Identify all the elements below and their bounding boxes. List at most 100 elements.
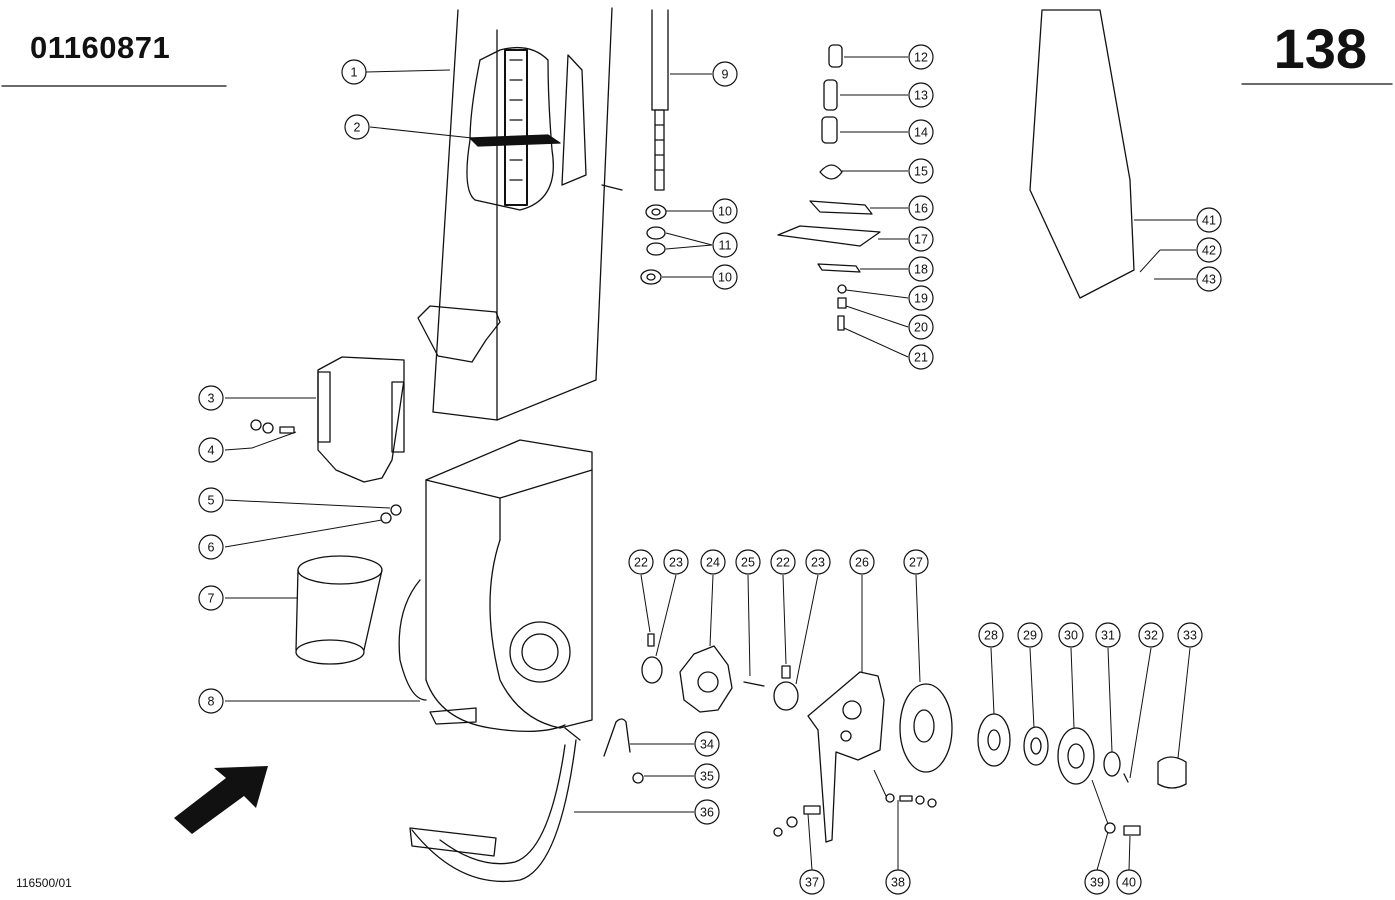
callout-circle bbox=[799, 869, 825, 895]
callout-32: 32 bbox=[1138, 622, 1164, 648]
callout-circle bbox=[908, 195, 934, 221]
callout-40: 40 bbox=[1116, 869, 1142, 895]
callout-label: 33 bbox=[1183, 629, 1197, 643]
callout-13: 13 bbox=[908, 82, 934, 108]
callout-2: 2 bbox=[344, 114, 370, 140]
arrow-icon bbox=[174, 766, 268, 834]
callout-circle bbox=[1058, 622, 1084, 648]
footer-code: 116500/01 bbox=[16, 876, 72, 890]
callout-37: 37 bbox=[799, 869, 825, 895]
callout-circle bbox=[712, 232, 738, 258]
callout-11: 11 bbox=[712, 232, 738, 258]
callout-label: 12 bbox=[914, 51, 928, 65]
callout-36: 36 bbox=[694, 799, 720, 825]
callout-circle bbox=[694, 799, 720, 825]
callout-circle bbox=[712, 198, 738, 224]
callout-label: 26 bbox=[855, 556, 869, 570]
callout-label: 29 bbox=[1023, 629, 1037, 643]
callout-label: 8 bbox=[208, 695, 215, 709]
callout-label: 15 bbox=[914, 165, 928, 179]
callout-label: 2 bbox=[354, 121, 361, 135]
callout-label: 30 bbox=[1064, 629, 1078, 643]
callout-label: 40 bbox=[1122, 876, 1136, 890]
callout-label: 13 bbox=[914, 89, 928, 103]
callout-circle bbox=[908, 256, 934, 282]
callout-label: 38 bbox=[891, 876, 905, 890]
callout-7: 7 bbox=[198, 585, 224, 611]
callout-label: 4 bbox=[208, 444, 215, 458]
callout-4: 4 bbox=[198, 437, 224, 463]
callout-6: 6 bbox=[198, 534, 224, 560]
callout-circle bbox=[712, 264, 738, 290]
page-number: 138 bbox=[1273, 17, 1367, 80]
document-number: 01160871 bbox=[30, 30, 171, 65]
callout-8: 8 bbox=[198, 688, 224, 714]
callout-circle bbox=[198, 585, 224, 611]
callout-label: 34 bbox=[700, 738, 714, 752]
callout-18: 18 bbox=[908, 256, 934, 282]
callout-35: 35 bbox=[694, 763, 720, 789]
callout-circle bbox=[1116, 869, 1142, 895]
callout-41: 41 bbox=[1196, 207, 1222, 233]
callout-label: 21 bbox=[914, 351, 928, 365]
callout-label: 25 bbox=[741, 556, 755, 570]
callout-label: 22 bbox=[776, 556, 790, 570]
callout-label: 32 bbox=[1144, 629, 1158, 643]
callout-22: 22 bbox=[770, 549, 796, 575]
callout-label: 18 bbox=[914, 263, 928, 277]
callout-label: 23 bbox=[669, 556, 683, 570]
callout-10: 10 bbox=[712, 264, 738, 290]
callout-circle bbox=[908, 44, 934, 70]
callout-27: 27 bbox=[903, 549, 929, 575]
callout-circle bbox=[198, 487, 224, 513]
callout-circle bbox=[663, 549, 689, 575]
callout-28: 28 bbox=[978, 622, 1004, 648]
callout-label: 35 bbox=[700, 770, 714, 784]
callout-circle bbox=[908, 158, 934, 184]
callout-23: 23 bbox=[805, 549, 831, 575]
callout-circle bbox=[694, 731, 720, 757]
callout-29: 29 bbox=[1017, 622, 1043, 648]
callout-circle bbox=[908, 285, 934, 311]
callout-label: 5 bbox=[208, 494, 215, 508]
callout-30: 30 bbox=[1058, 622, 1084, 648]
callout-label: 7 bbox=[208, 592, 215, 606]
callout-circle bbox=[198, 437, 224, 463]
callout-circle bbox=[805, 549, 831, 575]
callout-label: 1 bbox=[351, 66, 358, 80]
callout-16: 16 bbox=[908, 195, 934, 221]
callout-circle bbox=[1138, 622, 1164, 648]
callout-circle bbox=[344, 114, 370, 140]
callout-22: 22 bbox=[628, 549, 654, 575]
callout-circle bbox=[1095, 622, 1121, 648]
callout-label: 17 bbox=[914, 233, 928, 247]
fan-housing bbox=[398, 439, 593, 733]
callout-circle bbox=[735, 549, 761, 575]
callout-31: 31 bbox=[1095, 622, 1121, 648]
callout-circle bbox=[903, 549, 929, 575]
callout-33: 33 bbox=[1177, 622, 1203, 648]
callout-circle bbox=[198, 385, 224, 411]
callout-circle bbox=[694, 763, 720, 789]
callout-circle bbox=[908, 226, 934, 252]
callout-circle bbox=[341, 59, 367, 85]
callout-3: 3 bbox=[198, 385, 224, 411]
callout-circle bbox=[1196, 237, 1222, 263]
callout-label: 3 bbox=[208, 392, 215, 406]
callout-label: 11 bbox=[719, 239, 732, 253]
callout-43: 43 bbox=[1196, 266, 1222, 292]
callout-label: 41 bbox=[1202, 214, 1216, 228]
callout-26: 26 bbox=[849, 549, 875, 575]
callout-17: 17 bbox=[908, 226, 934, 252]
callout-label: 19 bbox=[914, 292, 928, 306]
callout-circle bbox=[908, 82, 934, 108]
callout-1: 1 bbox=[341, 59, 367, 85]
callout-circle bbox=[978, 622, 1004, 648]
callout-label: 9 bbox=[722, 68, 729, 82]
leader-lines bbox=[224, 56, 1196, 871]
callout-label: 27 bbox=[909, 556, 923, 570]
callout-circle bbox=[885, 869, 911, 895]
callout-21: 21 bbox=[908, 344, 934, 370]
callout-circle bbox=[908, 314, 934, 340]
